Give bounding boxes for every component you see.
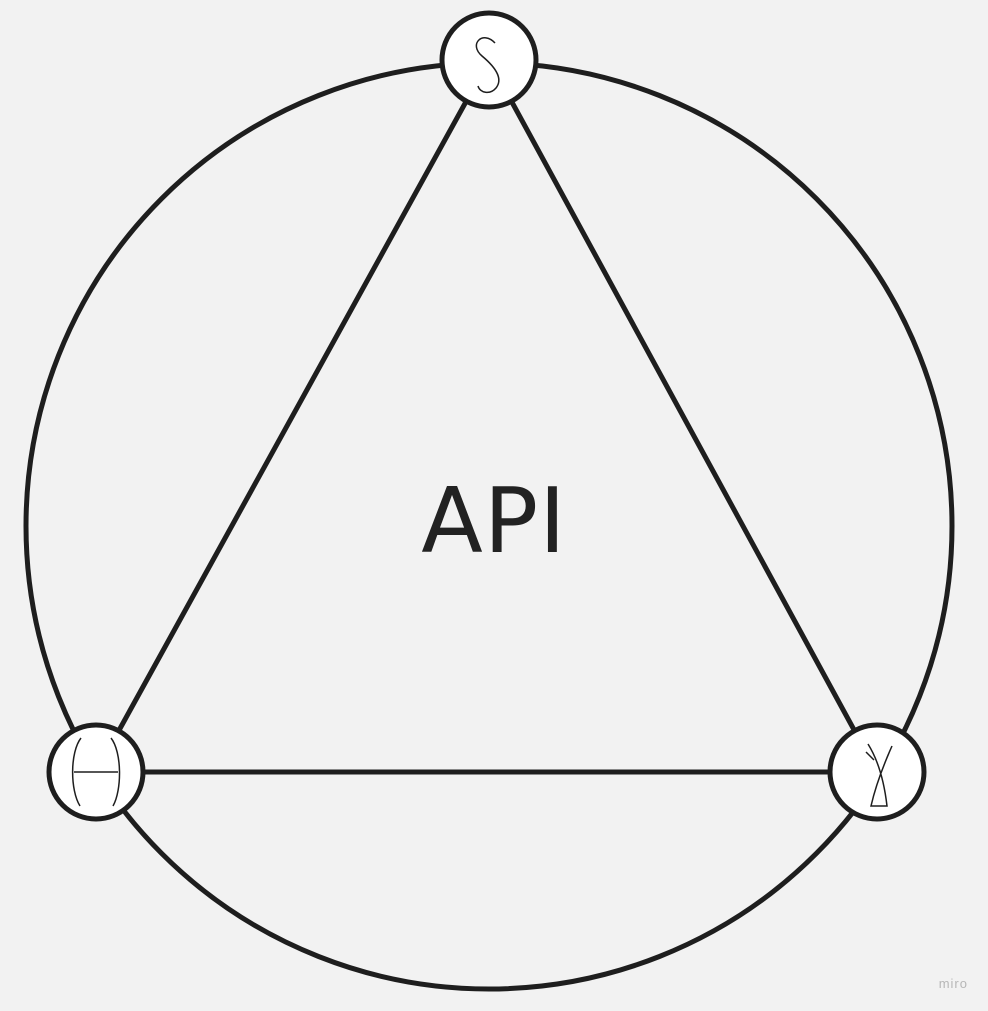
node-top-circle bbox=[439, 10, 539, 110]
edge-top-right bbox=[486, 57, 880, 775]
node-top[interactable] bbox=[439, 10, 539, 110]
y-glyph-icon bbox=[865, 743, 893, 807]
node-right[interactable] bbox=[827, 722, 927, 822]
miro-watermark: miro bbox=[938, 976, 968, 991]
tilde-s-glyph-icon bbox=[475, 37, 500, 94]
center-label-api: API bbox=[421, 469, 567, 574]
node-left[interactable] bbox=[46, 722, 146, 822]
h-glyph-icon bbox=[71, 737, 121, 807]
edge-top-left bbox=[93, 57, 492, 775]
node-right-circle bbox=[827, 722, 927, 822]
